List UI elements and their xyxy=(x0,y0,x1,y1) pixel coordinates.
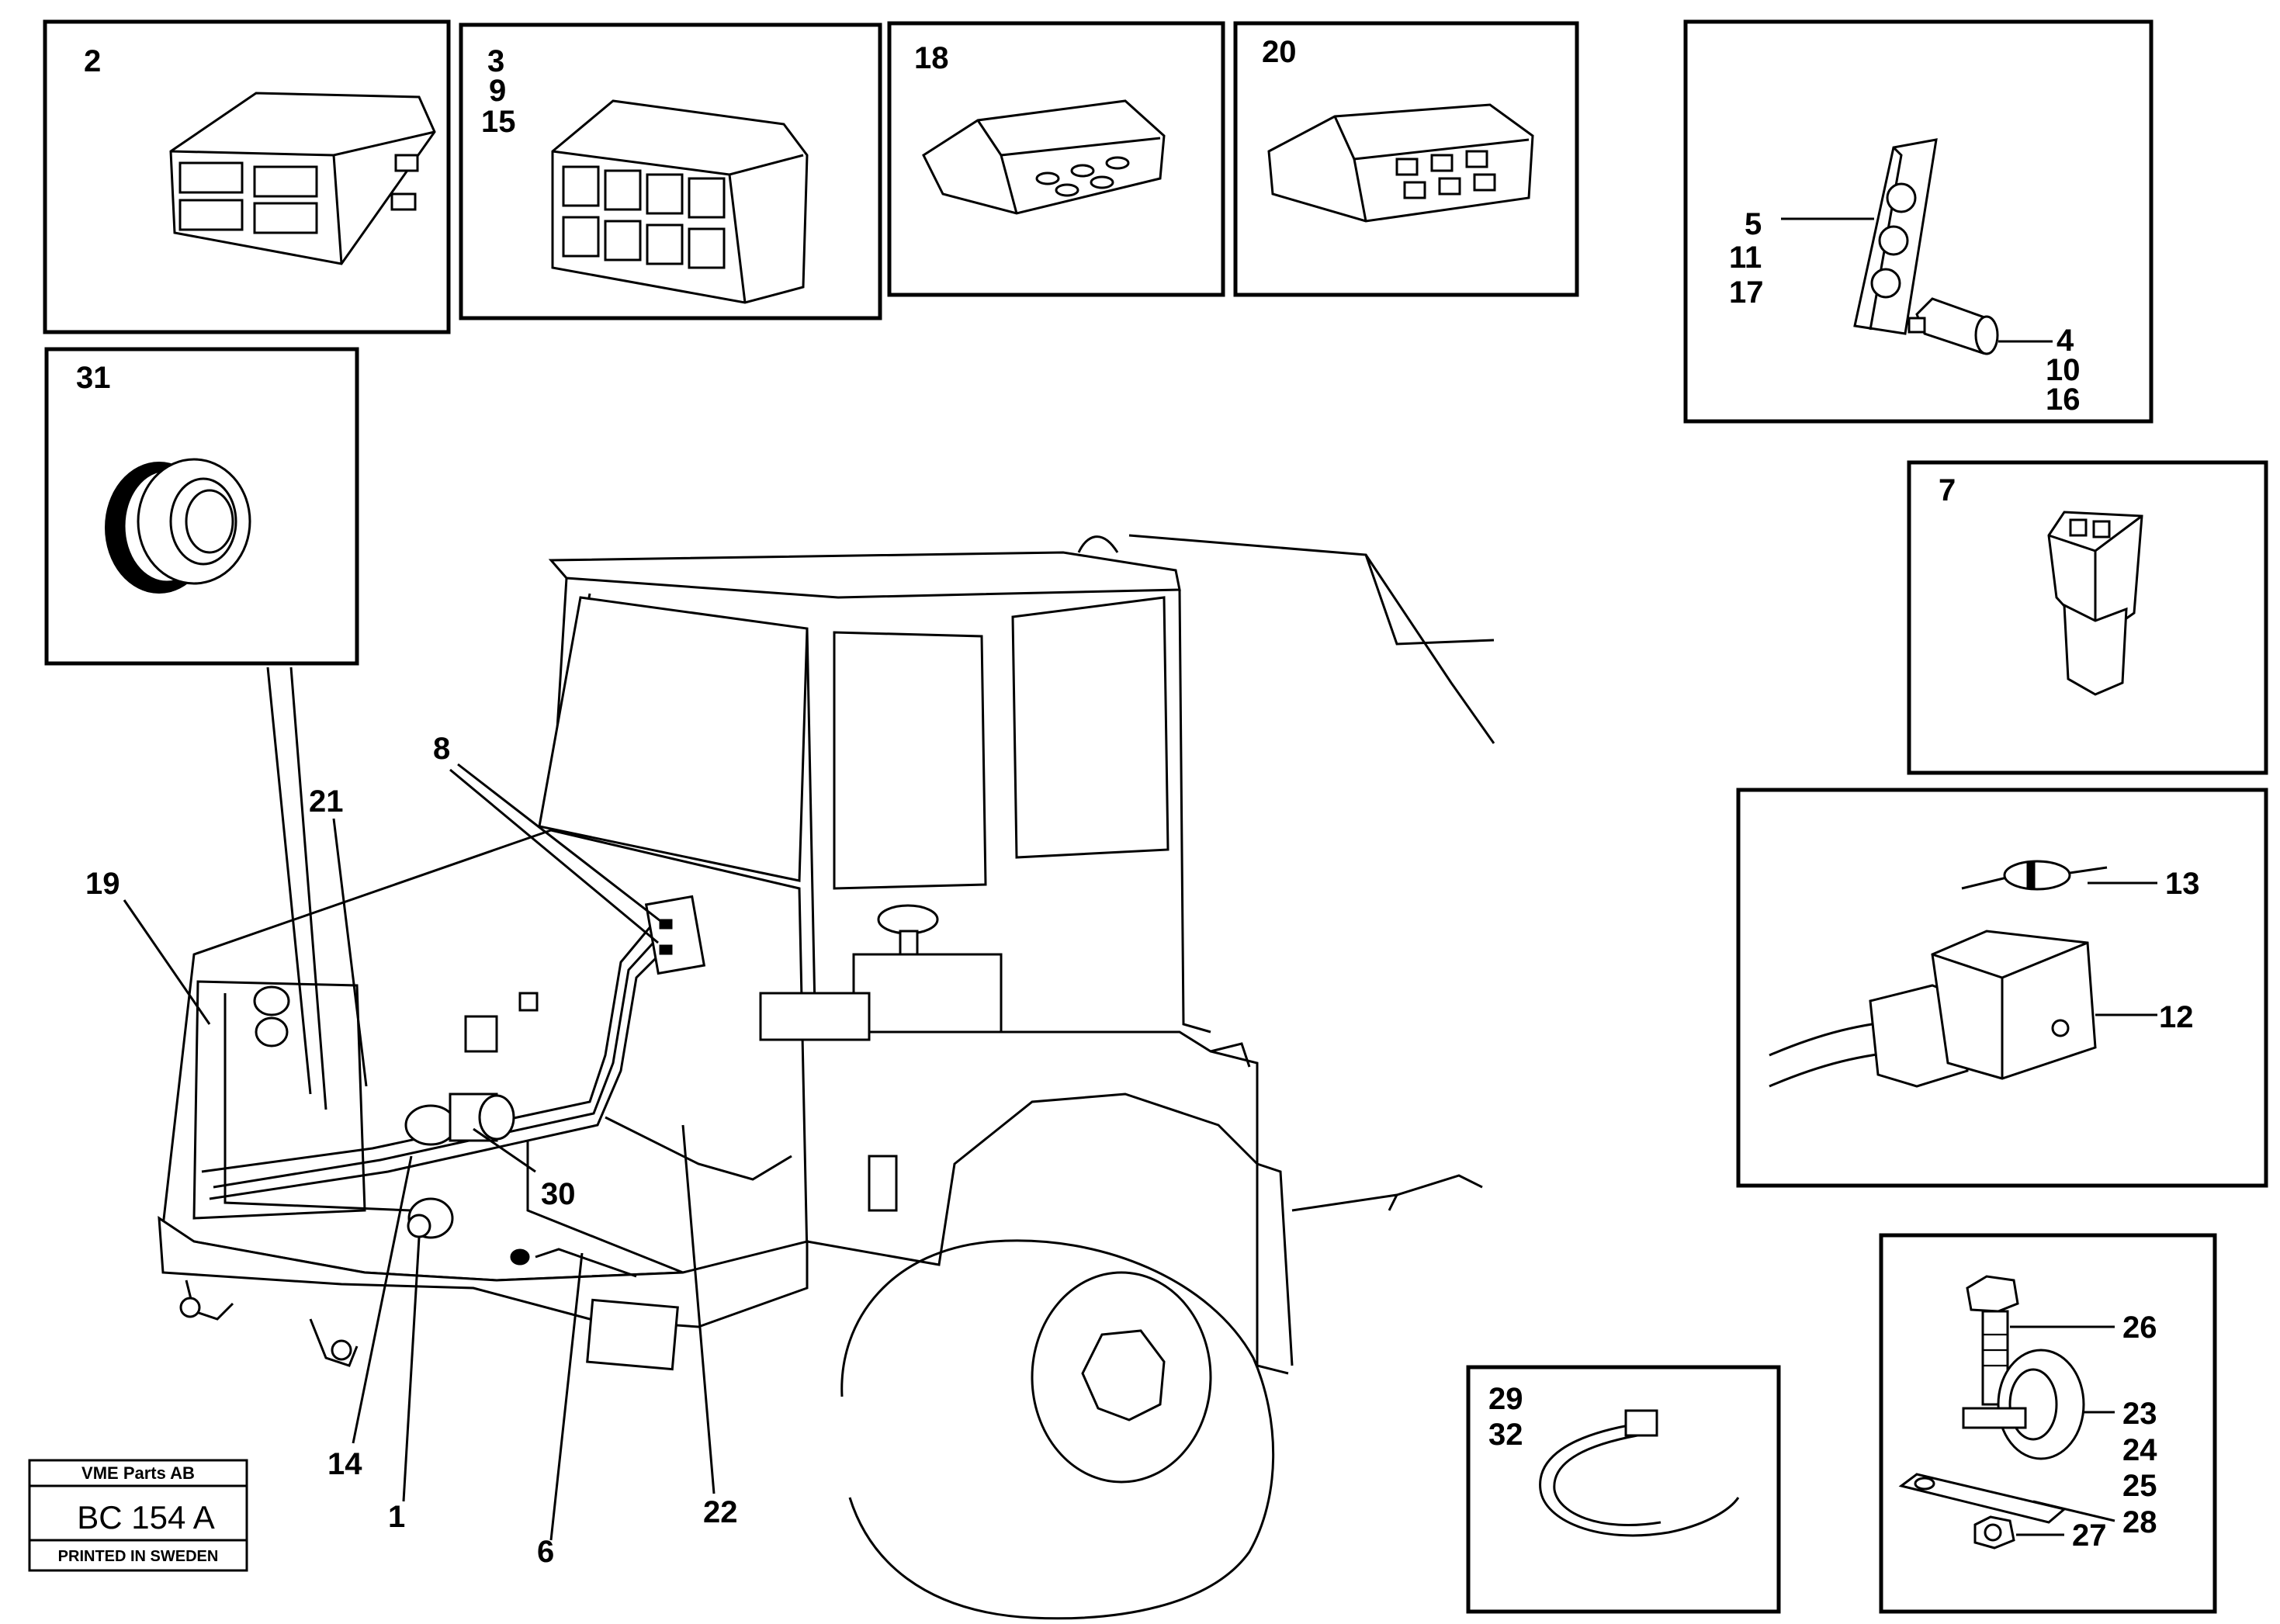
air-intake xyxy=(759,904,1003,1041)
cable-tie-icon xyxy=(1539,1409,1740,1537)
inset-26-28-mounting: 26 23 24 25 28 27 xyxy=(1879,1233,2217,1614)
machine-illustration xyxy=(158,534,1495,1620)
plug-strip-icon xyxy=(1853,138,1938,335)
diode-icon xyxy=(1961,860,2108,891)
label-26: 26 xyxy=(2122,1311,2157,1345)
work-lamp xyxy=(586,1298,679,1371)
stamp-code: BC 154 A xyxy=(77,1499,214,1536)
label-3: 3 xyxy=(487,44,504,78)
callout-30: 30 xyxy=(541,1177,576,1211)
callout-6: 6 xyxy=(537,1535,554,1569)
pressure-sensor-icon xyxy=(1769,930,2097,1088)
label-4: 4 xyxy=(2057,324,2074,358)
inset-20-connector: 20 xyxy=(1233,21,1579,297)
label-25: 25 xyxy=(2122,1469,2157,1503)
wiring-harness xyxy=(201,915,792,1278)
inset-7-relay: 7 xyxy=(1907,460,2268,775)
label-10: 10 xyxy=(2046,353,2081,387)
label-2: 2 xyxy=(84,44,101,78)
switch-1 xyxy=(407,1197,454,1239)
battery-compartment xyxy=(192,980,366,1220)
label-27: 27 xyxy=(2072,1518,2107,1553)
rear-wheel xyxy=(840,1239,1275,1620)
inset-18-connector: 18 xyxy=(887,21,1225,297)
callout-1: 1 xyxy=(388,1500,405,1534)
label-9: 9 xyxy=(489,74,506,108)
inset-5-4-parts: 5 11 17 4 10 16 xyxy=(1683,19,2154,424)
stamp-company: VME Parts AB xyxy=(81,1463,195,1483)
label-13: 13 xyxy=(2165,867,2200,901)
front-bumper xyxy=(158,1216,809,1328)
label-17: 17 xyxy=(1729,275,1764,310)
wiper-motor xyxy=(404,1092,515,1146)
nut-icon xyxy=(1973,1515,2015,1550)
label-29: 29 xyxy=(1488,1382,1523,1416)
label-31: 31 xyxy=(76,361,111,395)
connector-flat-6pin-icon xyxy=(1267,103,1534,223)
label-15: 15 xyxy=(481,105,516,139)
sensor-pin-icon xyxy=(1908,297,1999,355)
label-5: 5 xyxy=(1745,207,1762,241)
connector-8pin-housing-icon xyxy=(551,99,809,304)
inset-2-connector: 2 xyxy=(43,19,451,334)
cab-side-window-left xyxy=(833,631,987,890)
label-11: 11 xyxy=(1729,241,1762,275)
cab-roof xyxy=(548,551,1181,599)
clamp-grommet-icon xyxy=(1962,1349,2085,1460)
callout-8: 8 xyxy=(433,732,450,766)
inset-3-connector: 3 9 15 xyxy=(459,23,882,320)
callout-19: 19 xyxy=(85,867,120,901)
connector-flat-icon xyxy=(922,99,1166,215)
leader-lines xyxy=(123,667,716,1541)
stamp-printed: PRINTED IN SWEDEN xyxy=(58,1548,219,1565)
connector-8pin-icon xyxy=(169,92,436,265)
panel-grommet-19 xyxy=(253,985,290,1047)
label-23: 23 xyxy=(2122,1397,2157,1431)
label-24: 24 xyxy=(2122,1433,2157,1467)
inset-29-cable-tie: 29 32 xyxy=(1466,1365,1781,1614)
callout-22: 22 xyxy=(703,1495,738,1529)
label-16: 16 xyxy=(2046,383,2081,417)
inset-13-12-sensor: 13 12 xyxy=(1736,788,2268,1188)
bracket-plate-icon xyxy=(1898,1473,2067,1524)
cab-side-window-right xyxy=(1011,596,1169,859)
label-28: 28 xyxy=(2122,1505,2157,1539)
label-32: 32 xyxy=(1488,1418,1523,1452)
label-12: 12 xyxy=(2159,1000,2194,1034)
label-18: 18 xyxy=(914,41,949,75)
grommet-icon xyxy=(105,458,251,594)
label-20: 20 xyxy=(1262,35,1297,69)
relay-socket-icon xyxy=(2047,511,2143,696)
callout-14: 14 xyxy=(327,1447,362,1481)
cab-front-window xyxy=(538,596,809,882)
inset-31-grommet: 31 xyxy=(44,347,359,666)
label-7: 7 xyxy=(1939,473,1956,507)
title-stamp: VME Parts AB BC 154 A PRINTED IN SWEDEN xyxy=(28,1459,248,1572)
callout-21: 21 xyxy=(309,784,344,819)
